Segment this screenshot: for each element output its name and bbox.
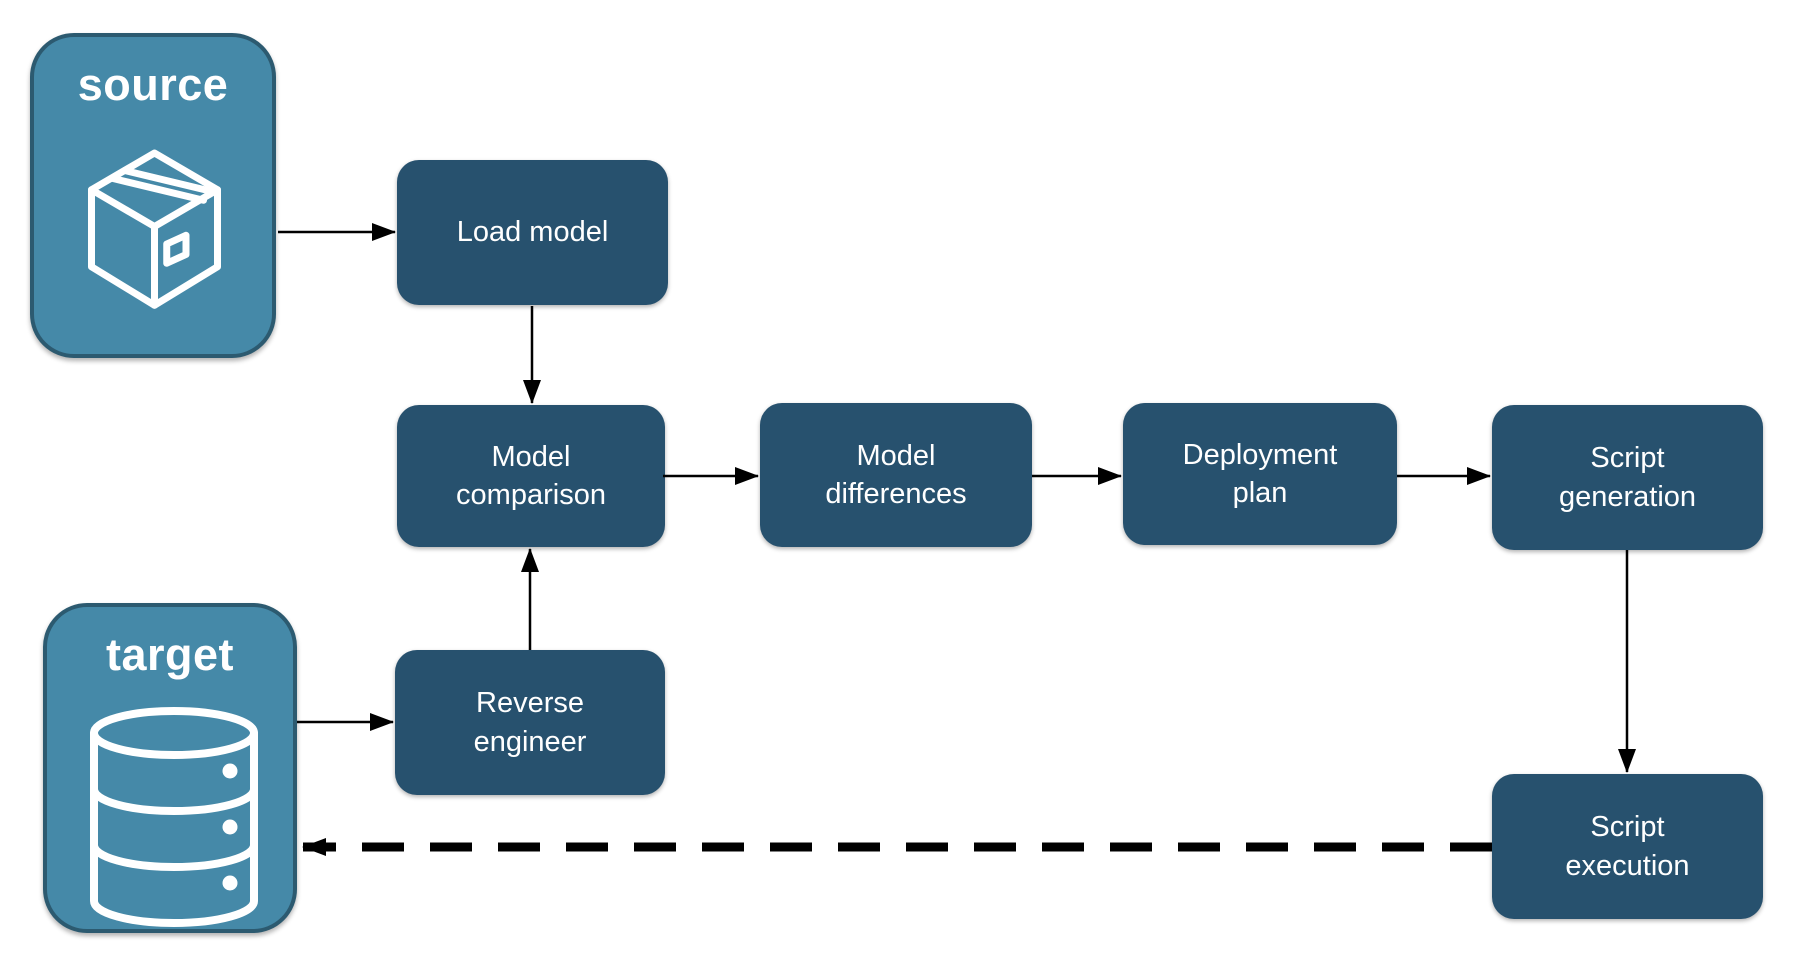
node-label-line: Model <box>856 439 936 472</box>
node-deployment-plan: Deployment plan <box>1123 403 1397 545</box>
node-load-model: Load model <box>397 160 668 305</box>
node-reverse-engineer: Reverse engineer <box>395 650 665 795</box>
node-label: Load model <box>456 216 609 249</box>
node-label-line: Reverse <box>476 687 584 720</box>
node-label-line: comparison <box>456 479 606 511</box>
node-label-line: Script <box>1590 442 1665 475</box>
node-model-differences: Model differences <box>760 403 1032 547</box>
node-script-generation: Script generation <box>1492 405 1763 550</box>
source-label: source <box>77 59 229 110</box>
source-container: source <box>30 33 276 358</box>
node-label-line: Deployment <box>1182 438 1338 471</box>
target-label: target <box>105 629 235 680</box>
node-label-line: differences <box>825 478 967 510</box>
node-label-line: generation <box>1558 480 1697 513</box>
node-label-line: execution <box>1565 849 1690 882</box>
node-label-line: Script <box>1590 811 1665 844</box>
node-label-line: engineer <box>473 725 587 758</box>
node-label-line: Model <box>491 440 571 473</box>
node-script-execution: Script execution <box>1492 774 1763 919</box>
database-icon <box>90 707 258 927</box>
node-model-comparison: Model comparison <box>397 405 665 547</box>
target-container: target <box>43 603 297 933</box>
node-label-line: plan <box>1232 477 1288 509</box>
package-icon <box>88 149 221 309</box>
